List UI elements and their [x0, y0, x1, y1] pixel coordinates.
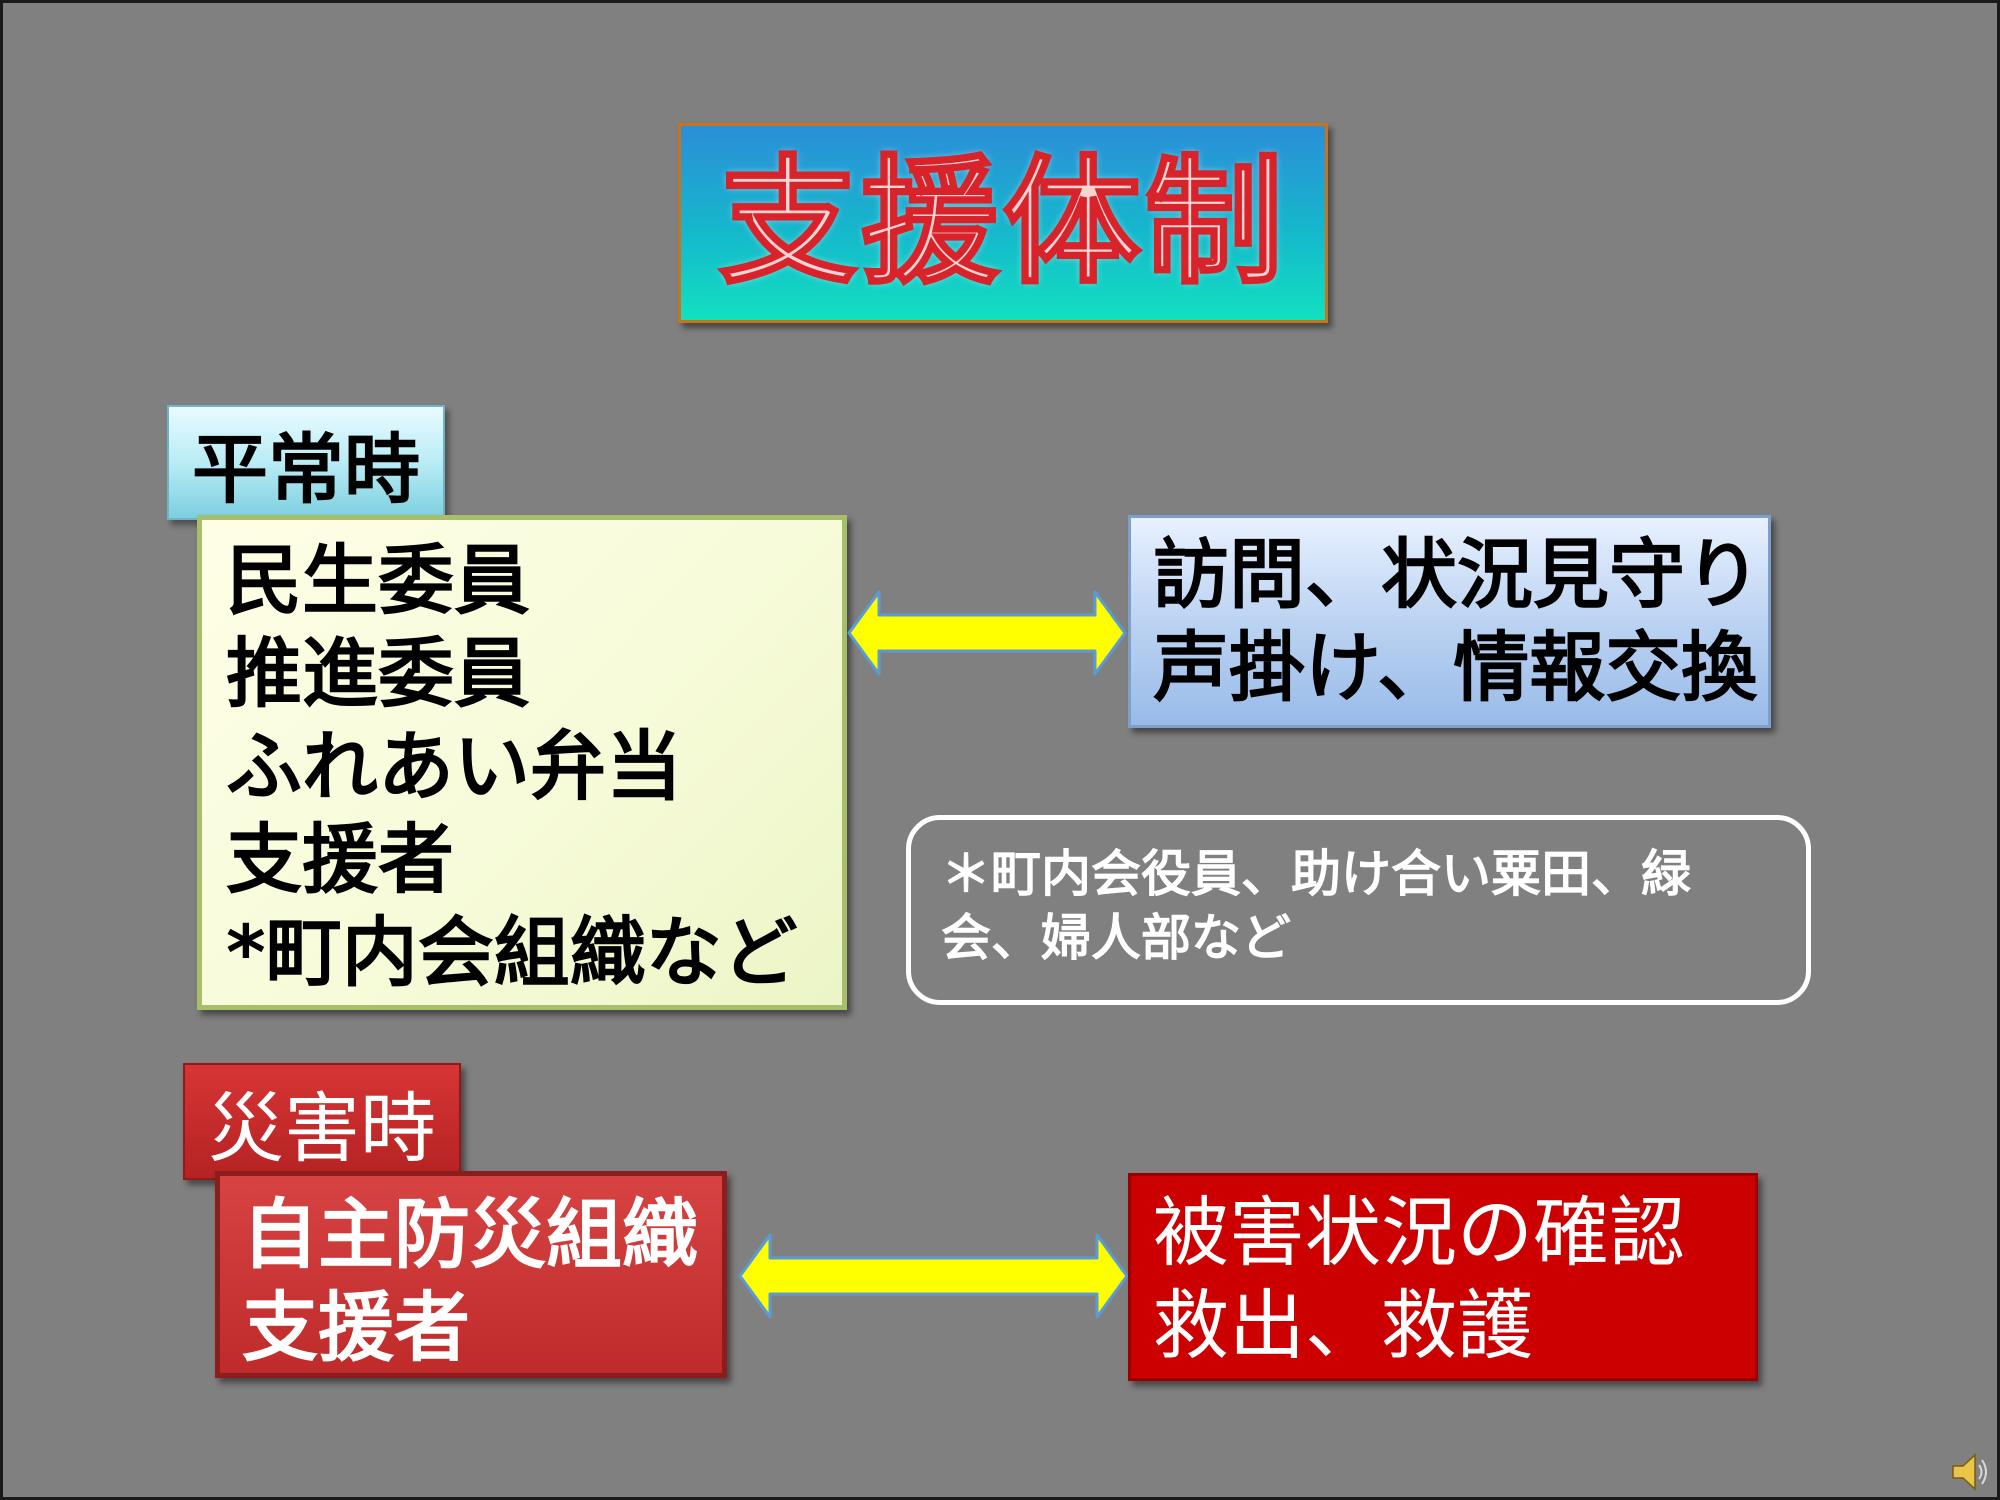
- title-box: 支援体制: [678, 123, 1328, 323]
- note-line: ＊町内会役員、助け合い粟田、緑: [941, 845, 1691, 903]
- disaster-time-double-arrow: [738, 1233, 1129, 1319]
- activity-item: 声掛け、情報交換: [1153, 623, 1758, 712]
- disaster-time-actors-box: 自主防災組織 支援者: [215, 1171, 727, 1378]
- activity-item: 被害状況の確認: [1153, 1188, 1685, 1277]
- note-line: 会、婦人部など: [941, 909, 1291, 967]
- actor-item: *町内会組織など: [226, 908, 798, 997]
- note-box: ＊町内会役員、助け合い粟田、緑 会、婦人部など: [906, 815, 1811, 1005]
- activity-item: 救出、救護: [1153, 1281, 1533, 1370]
- actor-item: 支援者: [226, 815, 454, 904]
- speaker-icon[interactable]: [1951, 1451, 1989, 1493]
- actor-item: 自主防災組織: [242, 1190, 698, 1279]
- normal-time-actors-box: 民生委員 推進委員 ふれあい弁当 支援者 *町内会組織など: [197, 515, 847, 1010]
- disaster-time-activities-box: 被害状況の確認 救出、救護: [1128, 1173, 1758, 1381]
- slide-title: 支援体制: [717, 142, 1287, 303]
- normal-time-label: 平常時: [167, 405, 445, 520]
- normal-time-activities-box: 訪問、状況見守り 声掛け、情報交換: [1128, 515, 1771, 728]
- actor-item: ふれあい弁当: [226, 722, 682, 811]
- actor-item: 民生委員: [226, 536, 530, 625]
- actor-item: 推進委員: [226, 629, 530, 718]
- activity-item: 訪問、状況見守り: [1153, 530, 1761, 619]
- actor-item: 支援者: [242, 1283, 470, 1372]
- normal-time-double-arrow: [847, 590, 1127, 676]
- disaster-time-label: 災害時: [183, 1063, 461, 1180]
